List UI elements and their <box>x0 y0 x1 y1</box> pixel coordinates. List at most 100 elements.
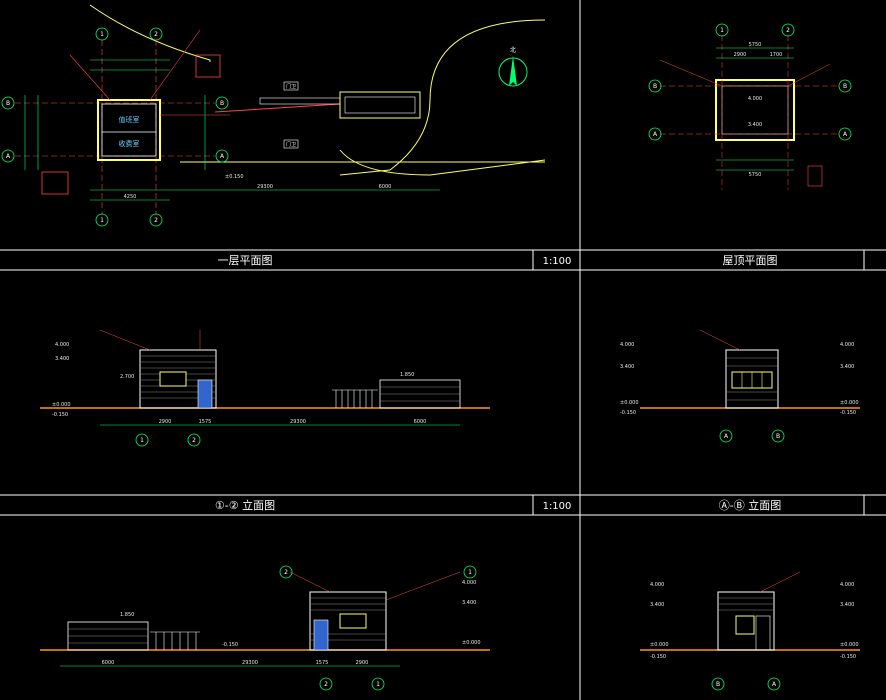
axis-bubble-1-top <box>95 27 109 41</box>
gate-label-1: 门卫 <box>286 83 296 90</box>
panel-title-elevation-a-b: Ⓐ-Ⓑ 立面图 <box>719 498 781 512</box>
roof-axis-bubble-b <box>648 79 662 93</box>
b-axis-label-2-top: 2 <box>284 569 288 576</box>
b-elev-3400: 3.400 <box>462 600 476 606</box>
ba-axis-bubble-a <box>767 677 781 691</box>
b-axis-bubble-2 <box>319 677 333 691</box>
axis-label-a-left: A <box>6 153 11 160</box>
gabion-texture <box>380 386 460 402</box>
ab-elev-4000: 4.000 <box>620 342 634 348</box>
ba-siding <box>718 597 774 611</box>
ba-elev-3400-right: 3.400 <box>840 602 854 608</box>
roof-dim-top-label: 5750 <box>749 42 762 48</box>
room-label-duty: 值班室 <box>119 115 140 124</box>
gate-box <box>339 91 421 119</box>
axis-bubble-a-left <box>1 149 15 163</box>
ab-axis-bubble-a <box>719 429 733 443</box>
roof-axis-bubble-b-right <box>838 79 852 93</box>
axis-label-1-bottom: 1 <box>100 217 104 224</box>
b-axis-bubble-1 <box>371 677 385 691</box>
axis-bubble-2-top <box>149 27 163 41</box>
guardhouse-elevation <box>139 349 217 409</box>
roof-outline <box>715 79 795 141</box>
ba-axis-label-b: B <box>716 681 720 688</box>
b-axis-label-1: 1 <box>376 681 380 688</box>
elev-dim-1575: 1575 <box>199 419 212 425</box>
roof-axis-label-2: 2 <box>786 27 790 34</box>
b-dim-2900: 2900 <box>356 660 369 666</box>
elev-mark-1850: 1.850 <box>400 372 414 378</box>
road-curve-lower <box>339 149 546 176</box>
elevation-1-2: 2900 1575 29300 6000 4.000 3.400 2.700 ±… <box>40 329 490 447</box>
roof-elev-2: 3.400 <box>748 122 762 128</box>
barrier-arm <box>214 103 341 113</box>
leader-2 <box>69 54 111 101</box>
b-guardhouse <box>309 591 387 651</box>
ba-leader <box>759 571 801 593</box>
barrier-post <box>259 97 341 105</box>
axis-label-1-top: 1 <box>100 31 104 38</box>
ba-guardhouse <box>717 591 775 651</box>
ba-door <box>755 615 771 651</box>
elevation-2-1: 6000 29300 1575 2900 1.850 -0.150 4.000 … <box>40 565 490 691</box>
b-dim-1575: 1575 <box>316 660 329 666</box>
ab-elev-neg-right: -0.150 <box>840 410 856 416</box>
guardhouse-outline <box>97 99 161 161</box>
panel-scale-elevation-1-2: 1:100 <box>543 501 572 512</box>
b-window <box>339 613 367 629</box>
b-gabion-texture <box>68 628 148 644</box>
axis-label-b-right: B <box>220 100 224 107</box>
axis-label-a-right: A <box>220 153 225 160</box>
b-axis-bubble-1-top <box>463 565 477 579</box>
ba-window <box>735 615 755 635</box>
elev-dim-6000: 6000 <box>414 419 427 425</box>
elev-mark-3400: 3.400 <box>55 356 69 362</box>
elev-axis-label-1: 1 <box>140 437 144 444</box>
ab-elev-4000-right: 4.000 <box>840 342 854 348</box>
axis-bubble-2-bottom <box>149 213 163 227</box>
roof-dim-mid-1: 2900 <box>734 52 747 58</box>
roof-legend-box <box>807 165 823 187</box>
panel-title-first-floor-plan: 一层平面图 <box>218 254 273 267</box>
ba-elev-neg-right: -0.150 <box>840 654 856 660</box>
leader-1 <box>149 29 201 101</box>
road-curve-left <box>89 4 211 62</box>
gate-tag-2 <box>283 139 299 149</box>
elevation-b-a: 4.000 3.400 ±0.000 -0.150 4.000 3.400 ±0… <box>640 571 860 691</box>
ba-elev-3400: 3.400 <box>650 602 664 608</box>
roof-dim-mid-2: 1700 <box>770 52 783 58</box>
b-elev-4000: 4.000 <box>462 580 476 586</box>
roof-axis-bubble-a <box>648 127 662 141</box>
ab-guardhouse <box>725 349 779 409</box>
axis-bubble-b-right <box>215 96 229 110</box>
road-curve-right <box>339 19 546 176</box>
room-label-toll: 收费室 <box>119 139 140 148</box>
axis-label-2-top: 2 <box>154 31 158 38</box>
elevation-door <box>197 379 213 409</box>
elev-axis-bubble-2 <box>187 433 201 447</box>
elev-mark-neg: -0.150 <box>52 412 68 418</box>
ab-axis-bubble-b <box>771 429 785 443</box>
ab-leader <box>699 329 741 351</box>
roof-elev-1: 4.000 <box>748 96 762 102</box>
ba-elev-4000: 4.000 <box>650 582 664 588</box>
axis-bubble-1-bottom <box>95 213 109 227</box>
ba-axis-bubble-b <box>711 677 725 691</box>
axis-bubble-b-left <box>1 96 15 110</box>
elevation-window <box>159 371 187 387</box>
b-elev-1850: 1.850 <box>120 612 134 618</box>
ab-elev-neg: -0.150 <box>620 410 636 416</box>
ba-elev-4000-right: 4.000 <box>840 582 854 588</box>
legend-box-2 <box>195 54 221 78</box>
b-door <box>313 619 329 651</box>
roof-axis-bubble-2 <box>781 23 795 37</box>
elev-axis-label-2: 2 <box>192 437 196 444</box>
dim-width: 4250 <box>124 194 137 200</box>
elevation-a-b: 4.000 3.400 ±0.000 -0.150 4.000 3.400 ±0… <box>620 329 860 443</box>
elev-dim-2900: 2900 <box>159 419 172 425</box>
gate-label-2: 门卫 <box>286 141 296 148</box>
roof-leader-1 <box>659 59 723 87</box>
roof-axis-label-1: 1 <box>720 27 724 34</box>
elev-mark-2700: 2.700 <box>120 374 134 380</box>
roof-axis-bubble-a-right <box>838 127 852 141</box>
